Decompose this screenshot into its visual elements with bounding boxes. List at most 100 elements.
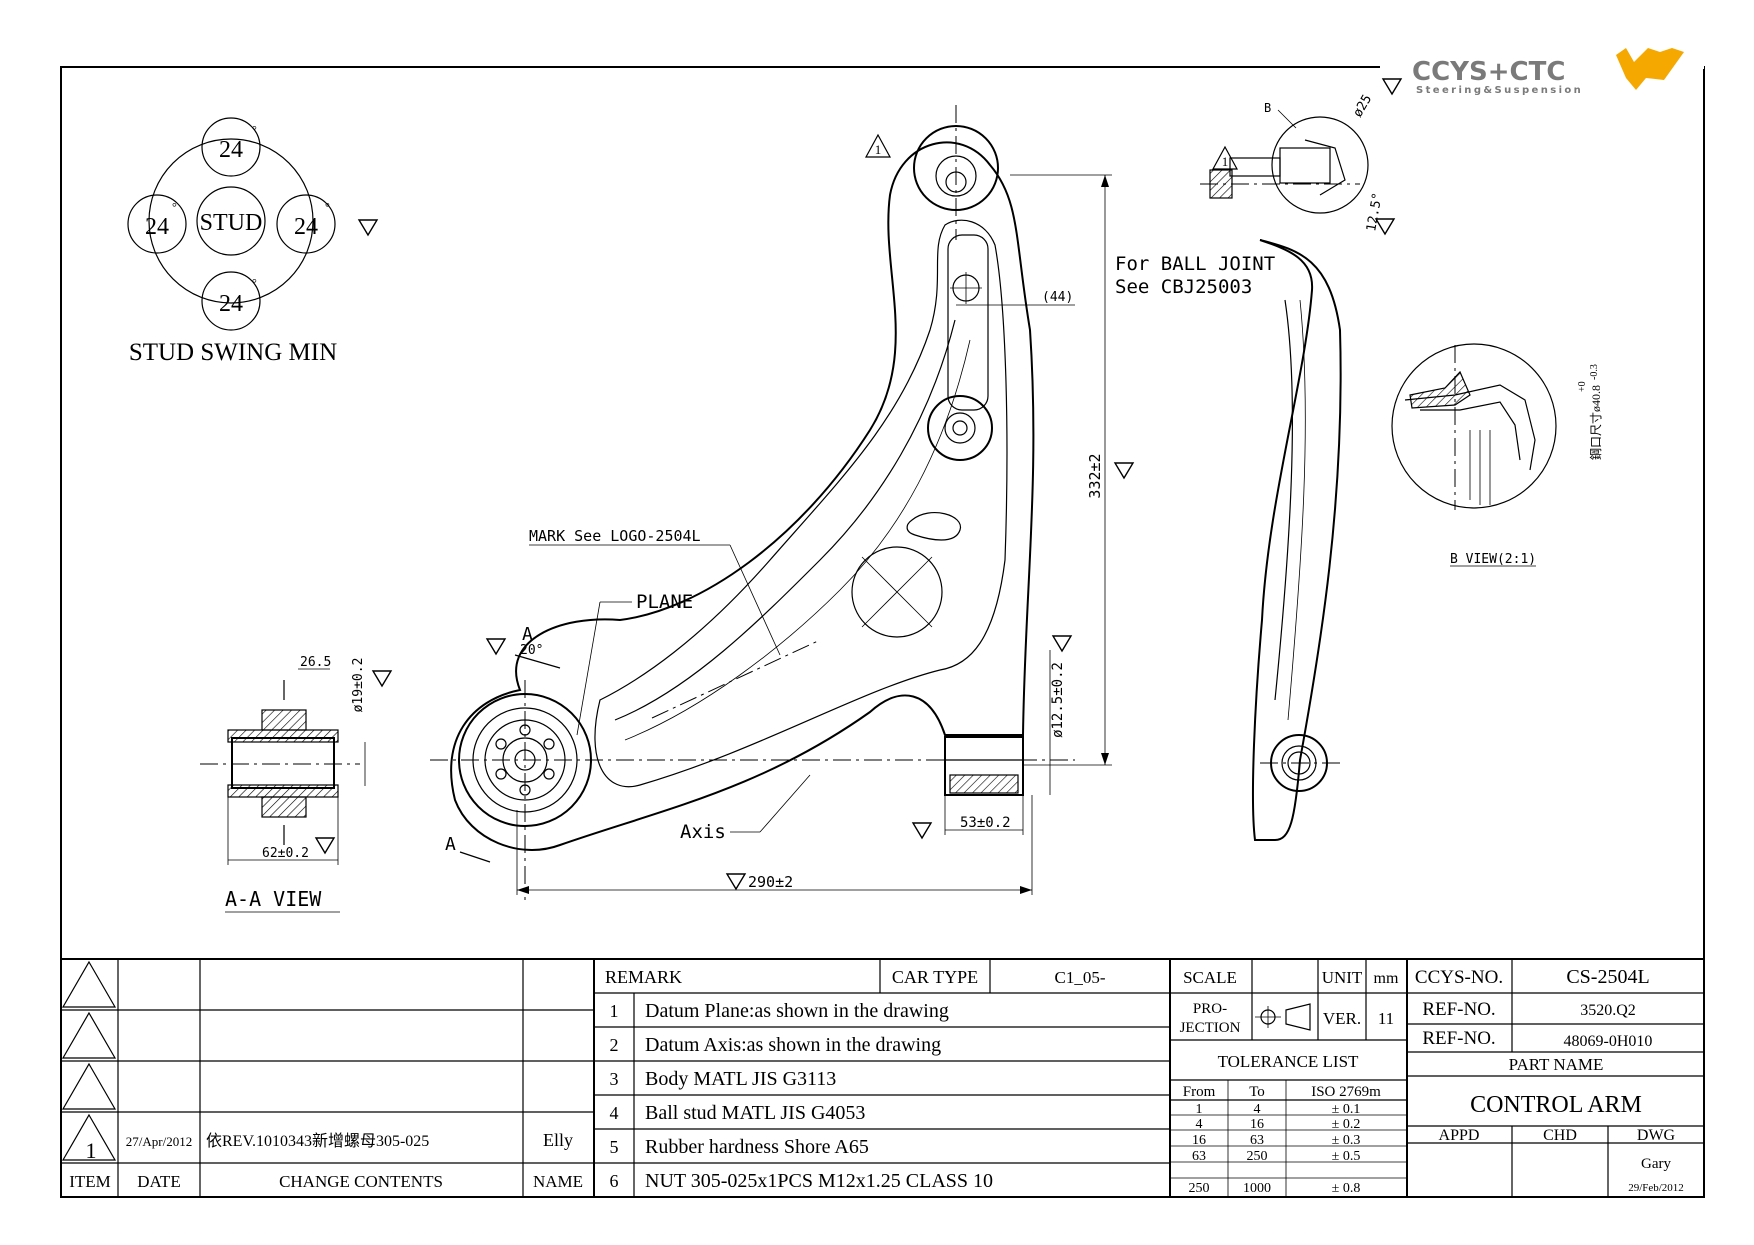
projection-label-2: JECTION [1180,1020,1241,1036]
stud-swing-top-value: 24 [219,137,243,163]
dim-dia-19: ø19±0.2 [351,658,366,713]
svg-text:6: 6 [610,1171,619,1191]
svg-text:5: 5 [610,1137,619,1157]
remark-item-1: Datum Plane:as shown in the drawing [645,1000,949,1022]
stud-swing-right-value: 24 [294,214,318,240]
svg-text:1: 1 [1196,1102,1203,1117]
car-type-value: C1_05- [1055,968,1106,987]
section-aa-view: 26.5 ø19±0.2 62±0.2 A-A VIEW [200,655,392,913]
svg-text:°: ° [252,123,257,137]
angle-20: 20° [520,643,543,658]
remark-item-6: NUT 305-025x1PCS M12x1.25 CLASS 10 [645,1170,993,1192]
third-angle-projection-icon [1255,1003,1311,1031]
revision-delta-icon-row1 [61,960,117,1008]
header-change-contents: CHANGE CONTENTS [279,1172,443,1191]
ref-no-label-2: REF-NO. [1422,1028,1495,1049]
section-a-bottom: A [445,834,456,855]
remark-item-3: Body MATL JIS G3113 [645,1068,836,1090]
dim-290: 290±2 [748,873,793,891]
b-view-caption: B VIEW(2:1) [1450,552,1536,567]
header-item: ITEM [69,1172,111,1191]
svg-text:63: 63 [1192,1149,1206,1164]
tolerance-title: TOLERANCE LIST [1218,1052,1359,1071]
stud-swing-bottom-value: 24 [219,291,243,317]
ball-joint-detail-circle [1271,116,1369,214]
lightening-hole [851,546,943,638]
part-info-block: CCYS-NO. CS-2504L REF-NO. 3520.Q2 REF-NO… [1407,959,1704,1197]
dim-62: 62±0.2 [262,846,309,861]
ref-no-label-1: REF-NO. [1422,999,1495,1020]
ball-joint-note-2: See CBJ25003 [1115,276,1252,298]
svg-text:16: 16 [1192,1133,1206,1148]
ccys-no-value: CS-2504L [1566,966,1649,988]
control-arm-main-view: 332±2 (44) ø12.5±0.2 53±0.2 290±2 20° A … [430,105,1134,900]
svg-text:°: ° [252,276,257,290]
svg-text:1: 1 [610,1001,619,1021]
svg-text:From: From [1183,1084,1216,1100]
section-a-top: A [522,624,533,645]
svg-text:°: ° [325,200,330,214]
stud-label: STUD [200,210,263,236]
revision-delta-icon [864,133,892,158]
b-view-dim: 鋼口尺寸ø40.8 [1589,385,1603,460]
axis-label: Axis [680,821,726,843]
drawn-by: Gary [1641,1156,1671,1172]
revision-item: 1 [86,1138,97,1163]
logo-tagline: Steering&Suspension [1416,85,1583,96]
stud-circle [196,186,266,256]
revision-name: Elly [543,1130,573,1150]
surface-finish-icon [358,219,378,236]
svg-text:250: 250 [1247,1149,1268,1164]
svg-text:± 0.2: ± 0.2 [1332,1117,1361,1132]
part-name-label: PART NAME [1509,1055,1604,1074]
mark-label: MARK See LOGO-2504L [529,527,701,545]
company-logo: CCYS+CTC Steering&Suspension [1412,48,1684,96]
svg-text:°: ° [172,200,177,214]
stud-swing-caption: STUD SWING MIN [129,339,337,366]
dwg-label: DWG [1637,1127,1676,1144]
dim-332: 332±2 [1086,453,1104,498]
plane-label: PLANE [636,591,693,613]
rear-bushing [944,736,1024,796]
remark-item-2: Datum Axis:as shown in the drawing [645,1034,941,1056]
svg-text:3: 3 [610,1069,619,1089]
revision-contents: 依REV.1010343新增螺母305-025 [206,1132,429,1150]
svg-text:2: 2 [610,1035,619,1055]
car-type-label: CAR TYPE [892,967,978,987]
svg-text:± 0.1: ± 0.1 [1332,1102,1361,1117]
b-view-tol-upper: +0 [1577,381,1588,392]
logo-wordmark: CCYS+CTC [1412,57,1565,87]
revision-delta-icon-row4 [61,1113,117,1161]
svg-text:4: 4 [610,1103,619,1123]
svg-text:To: To [1249,1084,1265,1100]
header-date: DATE [137,1172,180,1191]
chd-label: CHD [1543,1127,1577,1144]
svg-text:4: 4 [1254,1102,1261,1117]
svg-text:ISO 2769m: ISO 2769m [1311,1084,1381,1100]
dim-26-5: 26.5 [300,655,331,670]
stud-swing-diagram: STUD 24 24 24 24 ° ° ° ° STUD SWING MIN [127,117,378,366]
ver-label: VER. [1323,1009,1361,1028]
remark-item-4: Ball stud MATL JIS G4053 [645,1102,865,1124]
svg-text:1000: 1000 [1243,1181,1271,1196]
drawing-border [60,66,1705,1198]
dim-dia-25: ø25 [1350,92,1375,120]
title-block: 1 27/Apr/2012 依REV.1010343新增螺母305-025 El… [61,958,1704,1197]
svg-text:1: 1 [875,142,882,157]
revision-date: 27/Apr/2012 [126,1134,192,1149]
angle-12-5: 12.5° [1364,192,1386,233]
dim-44: (44) [1042,290,1073,305]
ball-joint-note-1: For BALL JOINT [1115,253,1275,275]
svg-text:± 0.3: ± 0.3 [1332,1133,1361,1148]
detail-b-label: B [1264,101,1271,115]
ccys-no-label: CCYS-NO. [1415,967,1503,988]
scale-projection-block: SCALE UNIT mm PRO- JECTION VER. 11 [1170,959,1408,1197]
unit-value: mm [1374,970,1399,987]
remarks-table: REMARK CAR TYPE C1_05- 1 Datum Plane:as … [594,959,1171,1197]
ref-no-value-2: 48069-0H010 [1564,1033,1653,1050]
revision-delta-icon-side [1211,145,1239,170]
revision-delta-icon-row3 [61,1062,117,1110]
svg-text:4: 4 [1196,1117,1203,1132]
